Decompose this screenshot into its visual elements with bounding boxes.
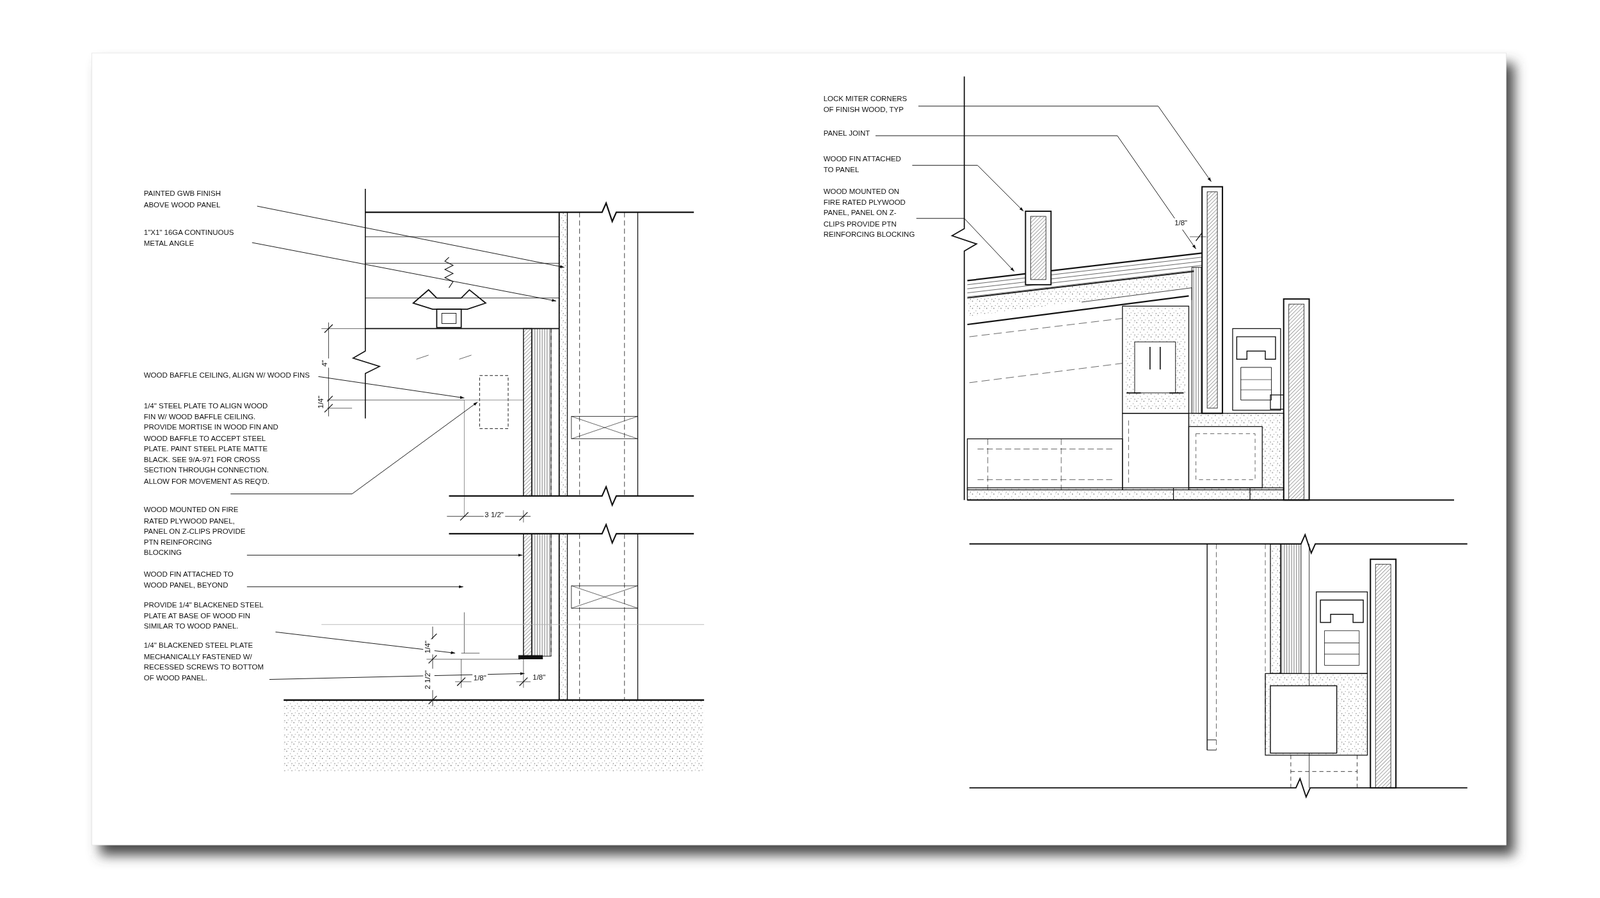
dimension-text: 1/8": [1173, 218, 1189, 230]
callout-note: 1/4" STEEL PLATE TO ALIGN WOOD FIN W/ WO…: [142, 401, 282, 488]
dimension-text: 1/8": [531, 672, 547, 684]
callout-note: WOOD MOUNTED ON FIRE RATED PLYWOOD PANEL…: [142, 504, 248, 559]
dimension-text: 4": [320, 359, 331, 368]
callout-note: WOOD FIN ATTACHED TO WOOD PANEL, BEYOND: [142, 569, 248, 591]
callout-note: 1/4" BLACKENED STEEL PLATE MECHANICALLY …: [142, 640, 270, 684]
callout-note: LOCK MITER CORNERS OF FINISH WOOD, TYP: [822, 94, 919, 116]
callout-note: 1"X1" 16GA CONTINUOUS METAL ANGLE: [142, 227, 253, 249]
dimension-text: 1/4": [316, 394, 328, 410]
callout-note: WOOD MOUNTED ON FIRE RATED PLYWOOD PANEL…: [822, 186, 917, 241]
dimension-text: 3 1/2": [483, 510, 505, 521]
callout-note: WOOD BAFFLE CEILING, ALIGN W/ WOOD FINS: [142, 370, 311, 382]
callout-note: WOOD FIN ATTACHED TO PANEL: [822, 154, 912, 176]
dimension-text: 1/4": [423, 639, 434, 655]
callout-note: PAINTED GWB FINISH ABOVE WOOD PANEL: [142, 188, 242, 210]
dimension-text: 2 1/2": [423, 668, 434, 690]
callout-note: PANEL JOINT: [822, 128, 872, 140]
dimension-text: 1/8": [472, 673, 488, 685]
callout-note: PROVIDE 1/4" BLACKENED STEEL PLATE AT BA…: [142, 600, 276, 633]
